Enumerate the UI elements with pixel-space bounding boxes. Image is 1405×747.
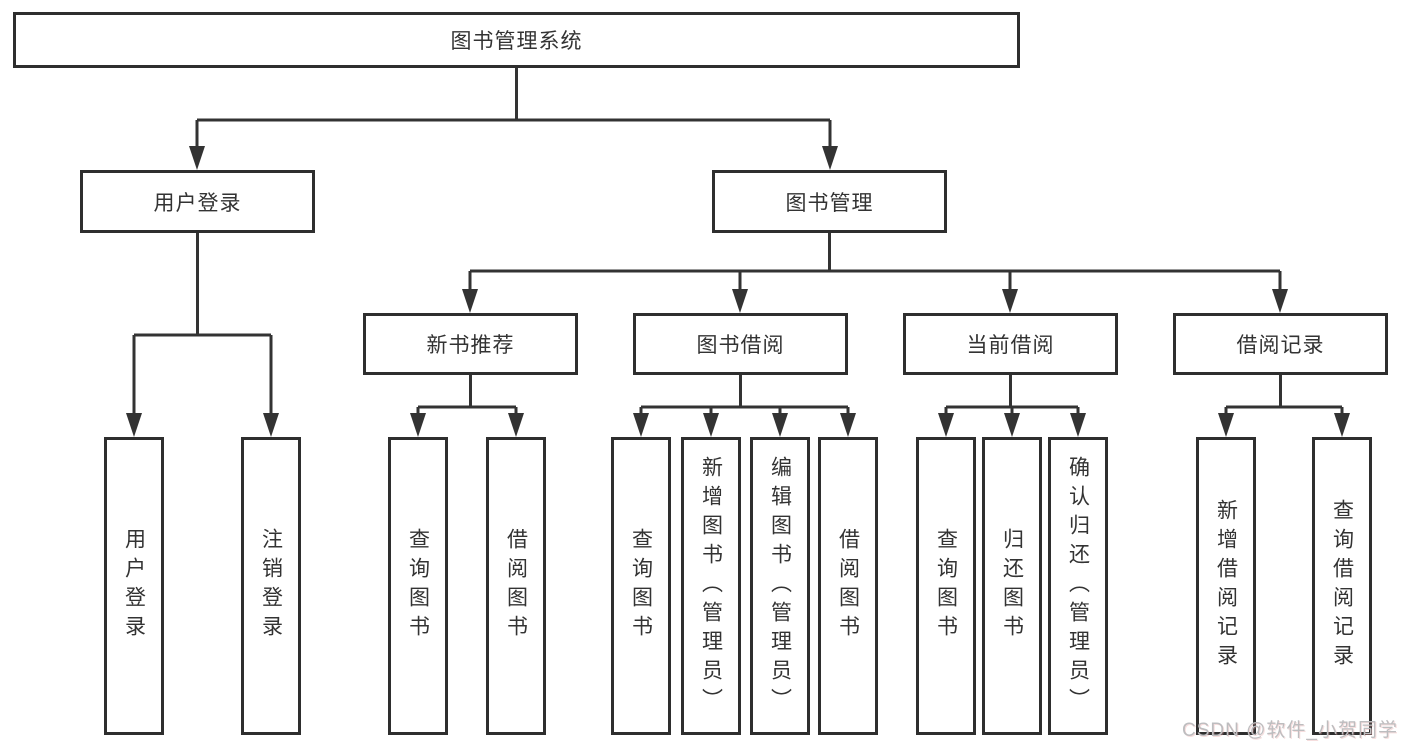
node-current-borrow-label: 当前借阅 (966, 334, 1055, 357)
leaf-newbooks-query-books: 查询图书 (388, 437, 448, 735)
node-book-management: 图书管理 (712, 170, 947, 233)
leaf-borrow-add-books-admin: 新增图书（管理员） (681, 437, 741, 735)
leaf-borrow-borrow-books-label: 借阅图书 (836, 528, 860, 644)
leaf-user-login: 用户登录 (104, 437, 164, 735)
node-new-book-recommend-label: 新书推荐 (426, 334, 515, 357)
leaf-user-login-label: 用户登录 (122, 528, 146, 644)
csdn-watermark: CSDN @软件_小贺同学 (1182, 720, 1398, 741)
leaf-current-return-books: 归还图书 (982, 437, 1042, 735)
leaf-borrow-edit-books-admin: 编辑图书（管理员） (750, 437, 810, 735)
leaf-borrow-add-books-admin-label: 新增图书（管理员） (699, 455, 723, 717)
leaf-current-query-books-label: 查询图书 (934, 528, 958, 644)
leaf-logout-label: 注销登录 (259, 528, 283, 644)
node-borrow-records-label: 借阅记录 (1236, 334, 1325, 357)
leaf-newbooks-borrow-books-label: 借阅图书 (504, 528, 528, 644)
node-user-login: 用户登录 (80, 170, 315, 233)
node-borrow-records: 借阅记录 (1173, 313, 1388, 375)
node-new-book-recommend: 新书推荐 (363, 313, 578, 375)
leaf-borrow-borrow-books: 借阅图书 (818, 437, 878, 735)
leaf-current-query-books: 查询图书 (916, 437, 976, 735)
leaf-records-query-record-label: 查询借阅记录 (1330, 499, 1354, 673)
leaf-records-add-record-label: 新增借阅记录 (1214, 499, 1238, 673)
node-current-borrow: 当前借阅 (903, 313, 1118, 375)
node-book-borrow: 图书借阅 (633, 313, 848, 375)
leaf-borrow-query-books: 查询图书 (611, 437, 671, 735)
leaf-newbooks-borrow-books: 借阅图书 (486, 437, 546, 735)
leaf-newbooks-query-books-label: 查询图书 (406, 528, 430, 644)
leaf-records-add-record: 新增借阅记录 (1196, 437, 1256, 735)
node-system-root: 图书管理系统 (13, 12, 1020, 68)
leaf-borrow-query-books-label: 查询图书 (629, 528, 653, 644)
leaf-current-confirm-return-admin: 确认归还（管理员） (1048, 437, 1108, 735)
node-book-borrow-label: 图书借阅 (696, 334, 785, 357)
node-book-management-label: 图书管理 (785, 191, 874, 215)
leaf-borrow-edit-books-admin-label: 编辑图书（管理员） (768, 455, 792, 717)
node-user-login-label: 用户登录 (153, 191, 242, 215)
leaf-current-return-books-label: 归还图书 (1000, 528, 1024, 644)
leaf-current-confirm-return-admin-label: 确认归还（管理员） (1066, 455, 1090, 717)
leaf-records-query-record: 查询借阅记录 (1312, 437, 1372, 735)
leaf-logout: 注销登录 (241, 437, 301, 735)
node-system-root-label: 图书管理系统 (450, 30, 583, 53)
